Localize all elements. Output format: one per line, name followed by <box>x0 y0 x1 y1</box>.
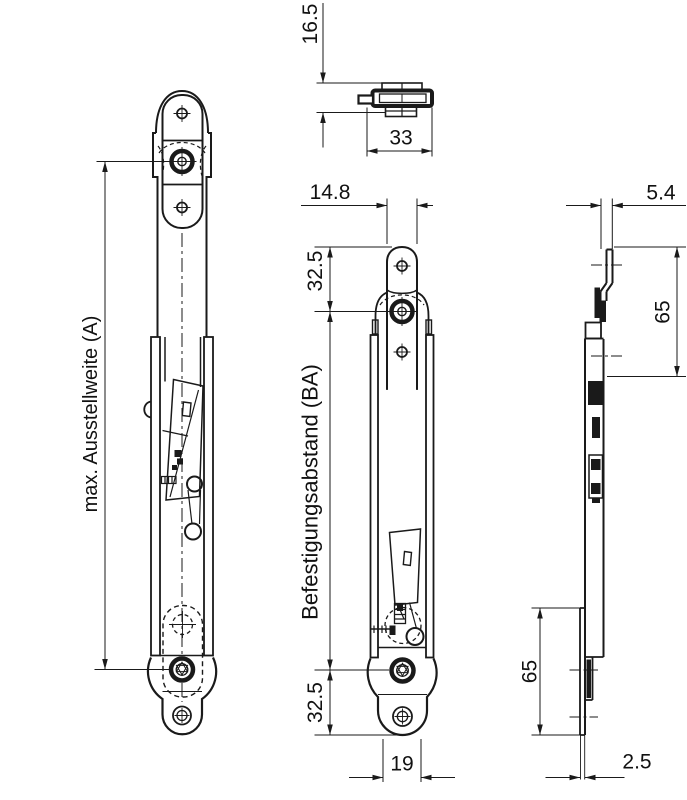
bottom-cap <box>146 657 218 736</box>
socket-screw-hole <box>389 657 416 684</box>
socket-screw-hole <box>168 656 196 683</box>
side-nub <box>357 94 375 105</box>
dim-label-2-5: 2.5 <box>622 751 651 774</box>
top-tab <box>386 245 418 290</box>
latch-hook <box>143 400 152 419</box>
dim-label-32-5-bottom: 32.5 <box>304 682 327 723</box>
hole-center-marks <box>569 264 624 718</box>
rivet-hole-bottom <box>172 705 192 726</box>
dim-top-hole-offset: 32.5 <box>304 246 392 312</box>
dim-upper-span: 65 <box>607 246 686 377</box>
dim-depth: 5.4 <box>566 182 686 249</box>
dim-lower-span: 65 <box>519 607 580 736</box>
dim-plate-width: 19 <box>349 739 455 782</box>
pivot-hole-compact <box>387 297 417 326</box>
dim-label-19: 19 <box>390 753 413 776</box>
rail-right <box>203 336 214 657</box>
dim-label-65-bottom: 65 <box>519 660 542 683</box>
tab-screw-hole <box>393 257 411 275</box>
screw-hole-top <box>173 105 191 122</box>
phantom-target-mark <box>169 611 196 638</box>
screw-hole-lower <box>393 343 411 361</box>
scissor-mechanism <box>143 378 204 541</box>
side-profile-view: 5.4 65 65 2.5 <box>519 182 686 781</box>
dim-label-65-top: 65 <box>652 300 675 323</box>
front-view-compact: 14.8 32.5 Befestigungsabstand (BA) 32.5 … <box>298 181 455 782</box>
rivet-pin <box>184 522 202 541</box>
front-view-extended: max. Ausstellweite (A) <box>80 89 218 736</box>
rail-right <box>425 334 435 659</box>
dome-top <box>155 89 209 134</box>
dim-label-max-ausstellweite: max. Ausstellweite (A) <box>80 316 102 513</box>
dim-cross-height: 16.5 <box>299 3 385 148</box>
rail-left <box>150 336 161 657</box>
dim-label-14-8: 14.8 <box>310 181 351 204</box>
dim-max-opening: max. Ausstellweite (A) <box>80 161 170 670</box>
dim-thickness: 2.5 <box>545 751 652 781</box>
dim-fixing-distance: Befestigungsabstand (BA) <box>298 311 333 670</box>
top-cross-section-view: 16.5 33 <box>299 3 434 157</box>
pivot-pin <box>405 627 425 646</box>
scissor-mechanism-compact <box>370 528 426 649</box>
phantom-outline <box>162 604 204 698</box>
dim-cross-width: 33 <box>366 107 433 157</box>
dim-label-befestigungsabstand: Befestigungsabstand (BA) <box>298 364 323 620</box>
dim-label-16-5: 16.5 <box>299 4 322 45</box>
dim-label-33: 33 <box>389 127 412 150</box>
screw-hole-mid <box>173 199 191 216</box>
z-bend <box>599 282 614 293</box>
rail-left <box>369 334 379 659</box>
dim-label-5-4: 5.4 <box>646 182 676 205</box>
dim-strip-width: 14.8 <box>301 181 433 244</box>
bottom-cap <box>366 658 438 737</box>
pivot-pin <box>186 475 203 493</box>
dim-bottom-hole-offset: 32.5 <box>304 669 399 736</box>
rivet-hole-bottom <box>392 706 413 727</box>
dim-label-32-5-top: 32.5 <box>304 251 327 292</box>
bracket-section <box>584 321 602 340</box>
pivot-hole-top <box>167 147 197 176</box>
